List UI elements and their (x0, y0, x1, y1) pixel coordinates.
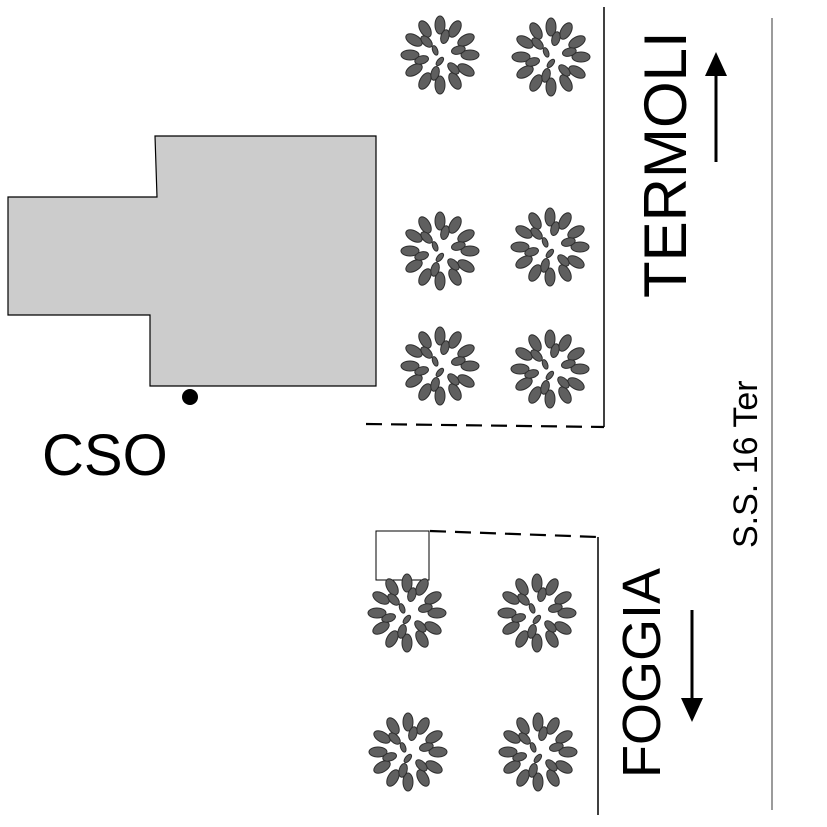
tree-icon (510, 207, 590, 287)
tree-icon (400, 326, 480, 406)
arrow-up-icon (705, 52, 727, 162)
tree-icon (368, 712, 448, 792)
gate-box (375, 530, 430, 581)
tree-icon (400, 15, 480, 95)
tree-icon (510, 329, 590, 409)
upper-dashed-boundary (365, 422, 605, 429)
foggia-label: FOGGIA (612, 568, 672, 778)
tree-icon (367, 573, 447, 653)
cso-label: CSO (42, 423, 168, 488)
tree-icon (498, 712, 578, 792)
termoli-label: TERMOLI (632, 31, 699, 298)
tree-icon (497, 573, 577, 653)
tree-icon (511, 17, 591, 97)
cso-marker-icon (182, 389, 198, 405)
lower-dashed-boundary (429, 529, 599, 539)
road-label: S.S. 16 Ter (727, 380, 765, 548)
tree-icon (400, 211, 480, 291)
building (7, 135, 377, 387)
arrow-down-icon (681, 610, 703, 722)
